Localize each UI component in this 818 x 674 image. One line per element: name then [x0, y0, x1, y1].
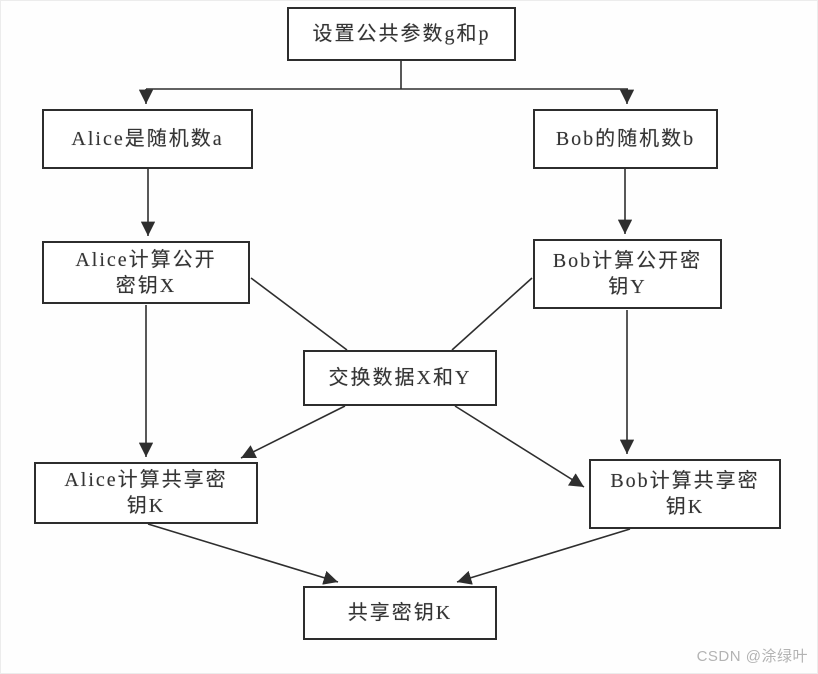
- node-alice-random: Alice是随机数a: [42, 109, 253, 169]
- edge-bob-public-to-exchange: [451, 277, 533, 351]
- edge-alice-public-to-exchange: [250, 277, 348, 351]
- node-alice-shared-key: Alice计算共享密 钥K: [34, 462, 258, 524]
- edge-alice-shared-to-key: [147, 523, 339, 585]
- node-exchange-data: 交换数据X和Y: [303, 350, 497, 406]
- node-label: Bob计算共享密: [610, 470, 760, 492]
- node-bob-public-key: Bob计算公开密 钥Y: [533, 239, 722, 309]
- node-label: 设置公共参数g和p: [312, 23, 491, 45]
- node-alice-public-key: Alice计算公开 密钥X: [42, 241, 250, 304]
- edge-exchange-to-alice-shared: [240, 405, 346, 459]
- csdn-watermark: CSDN @涂绿叶: [696, 648, 808, 665]
- node-label: 共享密钥K: [347, 602, 453, 624]
- node-label: 钥Y: [608, 276, 647, 298]
- edge-exchange-to-bob-shared: [454, 405, 585, 488]
- node-label: Bob计算公开密: [552, 250, 703, 272]
- node-bob-shared-key: Bob计算共享密 钥K: [589, 459, 781, 529]
- node-label: 交换数据X和Y: [328, 367, 472, 389]
- node-label: 密钥X: [115, 274, 177, 297]
- node-label: 钥K: [126, 495, 166, 517]
- node-label: Bob的随机数b: [555, 128, 696, 150]
- node-label: 钥K: [665, 496, 705, 518]
- edge-bob-shared-to-key: [456, 528, 631, 585]
- node-bob-random: Bob的随机数b: [533, 109, 718, 169]
- node-label: Alice计算共享密: [64, 469, 228, 491]
- node-setup-params: 设置公共参数g和p: [287, 7, 516, 61]
- node-shared-key: 共享密钥K: [303, 586, 497, 640]
- node-label: Alice是随机数a: [71, 128, 224, 150]
- node-label: Alice计算公开: [75, 248, 217, 271]
